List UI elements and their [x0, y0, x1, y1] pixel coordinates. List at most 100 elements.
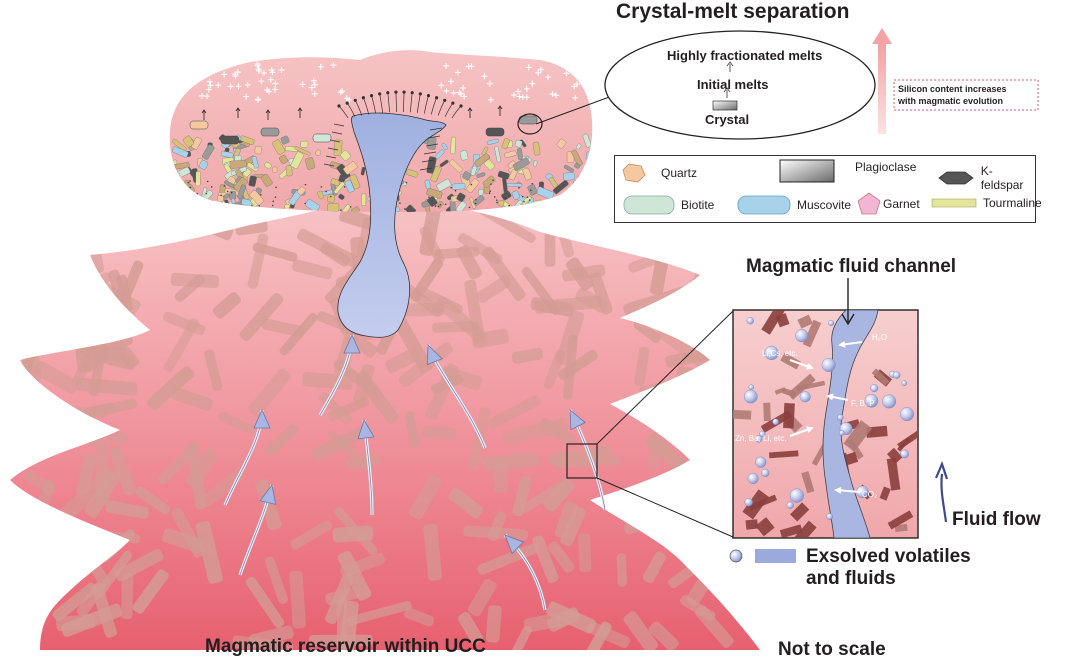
cupola-crystal [272, 166, 278, 173]
crystal-rod [532, 535, 559, 584]
whisker-tip [353, 98, 357, 102]
cross-mark [447, 78, 454, 85]
cupola-crystal [280, 135, 290, 145]
cupola-dot [399, 202, 401, 204]
cupola-crystal [304, 157, 316, 170]
cupola-crystal [207, 203, 217, 212]
inset-crystal [879, 486, 891, 501]
volatile-bubble [772, 418, 779, 426]
crystal-rod [163, 318, 199, 373]
cupola-crystal [172, 146, 189, 158]
cross-mark [454, 69, 461, 76]
cupola-dot [562, 214, 564, 216]
cross-mark [206, 78, 213, 85]
cupola-crystal [511, 190, 520, 200]
crystal-rod [346, 330, 378, 358]
cupola-crystal [251, 156, 259, 169]
cross-mark [272, 80, 279, 87]
cross-mark [232, 73, 239, 80]
fluid-flow-legend-shaft [940, 473, 948, 523]
cupola-dot [210, 186, 213, 188]
channel-whisker [419, 167, 433, 171]
crystal-rod [676, 366, 735, 387]
cupola-dot [205, 192, 208, 195]
cupola-crystal [512, 157, 530, 171]
cupola-crystal [571, 149, 583, 167]
cross-mark [268, 66, 275, 73]
cupola-crystal [585, 151, 593, 161]
crystal-rod [24, 274, 41, 317]
crystal-rod [60, 200, 94, 249]
crystal-rod [403, 607, 435, 627]
cross-mark [244, 81, 251, 88]
cupola-dot [578, 198, 581, 201]
crystal-rod [77, 205, 110, 239]
cross-mark [461, 93, 468, 100]
crystal-rod [264, 556, 288, 604]
crystal-rod [408, 475, 442, 520]
inset-crystal [761, 310, 787, 335]
cupola-crystal [196, 197, 203, 212]
volatile-bubble [900, 407, 914, 422]
cupola-dot [223, 185, 226, 187]
cupola-crystal [171, 179, 179, 188]
cupola-crystal [171, 197, 180, 207]
cross-mark [460, 84, 467, 91]
cross-mark [525, 64, 532, 71]
crystal-rod [76, 453, 97, 496]
crystal-rod [120, 260, 144, 302]
cupola-dot [349, 206, 352, 208]
cupola-crystal [272, 139, 286, 155]
volatile-bubble [892, 371, 901, 379]
cupola-dot [468, 206, 471, 209]
cupola-crystal [315, 149, 322, 156]
volatile-bubble [746, 317, 754, 325]
cupola-crystal [563, 194, 570, 203]
small-arrow-icon [235, 107, 241, 118]
cupola-dot [304, 202, 307, 205]
crystal-rod [337, 550, 372, 601]
crystal-rod [671, 474, 715, 492]
whisker-tip [369, 93, 374, 98]
crystal-rod [633, 319, 662, 344]
page-title: Crystal-melt separation [616, 0, 850, 23]
reservoir-label: Magmatic reservoir within UCC [205, 636, 486, 657]
crystal-rod [249, 625, 294, 648]
inset-crystal [886, 457, 901, 491]
inset-crystal [783, 402, 795, 429]
cupola-dot [271, 204, 274, 207]
whisker-tip [451, 101, 455, 105]
cupola-crystal [449, 159, 463, 173]
cross-mark [299, 81, 306, 88]
cupola-crystal [343, 161, 358, 175]
cupola-crystal [349, 174, 361, 190]
crystal-rod [476, 275, 512, 304]
cross-mark [519, 94, 526, 101]
volatiles-label-line2: and fluids [806, 568, 896, 589]
crystal-rod [62, 297, 99, 318]
cupola-crystal [174, 193, 179, 201]
legend-label: Muscovite [797, 198, 852, 212]
flow-arrow-head [259, 484, 277, 505]
cross-mark [207, 82, 214, 89]
volatile-bubble [748, 384, 754, 390]
cross-mark [438, 82, 445, 89]
cupola-crystal [427, 196, 438, 207]
callout-initial-melts: Initial melts [697, 77, 769, 92]
cupola-dot [531, 182, 534, 185]
crystal-rod [171, 387, 213, 411]
cross-mark [553, 92, 560, 99]
crystal-rod [12, 540, 51, 581]
legend-item-tourmaline: Tourmaline [931, 196, 1042, 210]
cupola-dot [502, 209, 504, 212]
cupola-crystal [249, 190, 265, 206]
crystal-rod [218, 412, 255, 434]
volatile-bubble-icon [729, 549, 743, 563]
crystal-rod [463, 525, 529, 541]
cupola-crystal [533, 160, 538, 167]
tourmaline-icon [931, 198, 977, 208]
cross-mark [468, 63, 475, 70]
cupola-dot [304, 183, 307, 186]
inset-label-h2o: H₂O [872, 333, 888, 342]
